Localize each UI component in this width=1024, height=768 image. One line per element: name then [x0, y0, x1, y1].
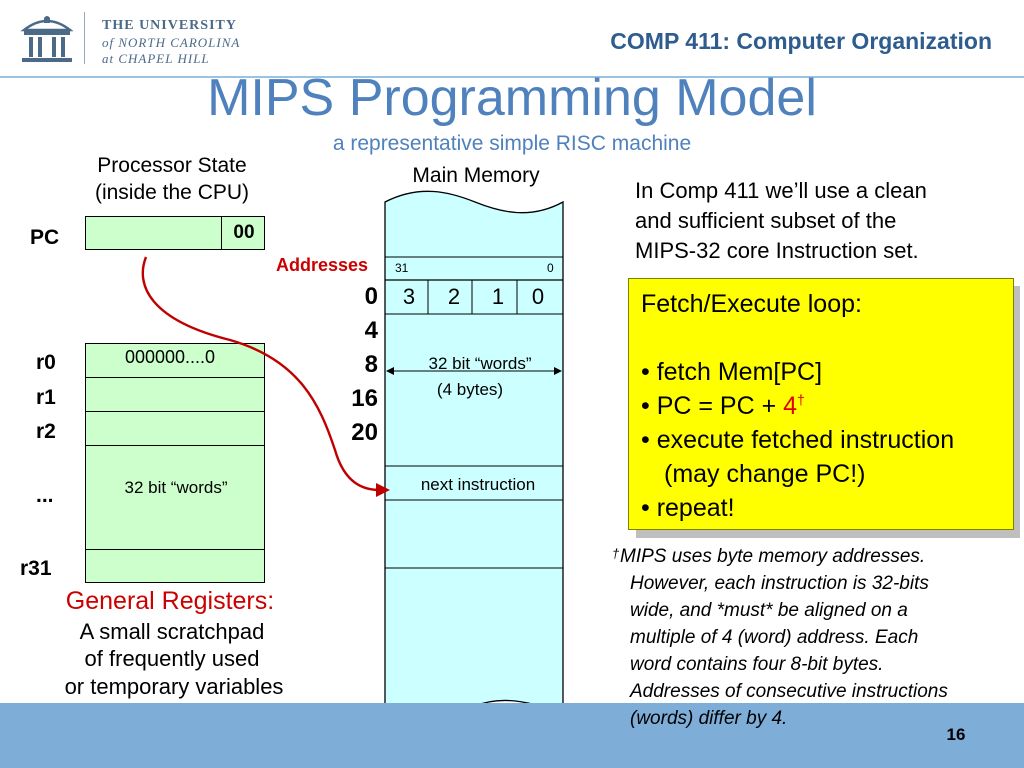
address-20: 20	[351, 419, 378, 446]
university-name-line3: at CHAPEL HILL	[102, 51, 210, 66]
footnote-line7: (words) differ by 4.	[630, 708, 788, 729]
intro-line2: and sufficient subset of the	[635, 208, 897, 233]
register-label-ellipsis: ...	[36, 484, 54, 507]
word-width-arrowhead-right	[554, 367, 562, 375]
register-label-r2: r2	[36, 420, 56, 443]
slide-title: MIPS Programming Model	[207, 69, 817, 127]
pc-low-bits: 00	[233, 222, 255, 243]
byte-3: 3	[402, 284, 416, 309]
register-divider	[85, 549, 265, 550]
word-width-arrowhead-left	[386, 367, 394, 375]
bit-index-low: 0	[547, 261, 554, 275]
fetch-bullet2: • PC = PC + 4†	[641, 392, 805, 421]
pc-pointer-arrowhead	[376, 483, 390, 497]
unc-logo-icon	[20, 16, 74, 62]
fetch-bullet3: • execute fetched instruction	[641, 426, 955, 454]
processor-state-heading: Processor State	[97, 154, 247, 177]
register-divider	[85, 377, 265, 378]
addresses-label: Addresses	[276, 255, 369, 275]
fetch-bullet3-cont: (may change PC!)	[664, 460, 866, 488]
register-label-r0: r0	[36, 351, 56, 374]
memory-diagram	[384, 190, 564, 718]
fetch-bullet1: • fetch Mem[PC]	[641, 358, 823, 386]
general-registers-desc-line3: or temporary variables	[64, 674, 284, 699]
footnote-line3: wide, and *must* be aligned on a	[630, 600, 908, 621]
footer-band	[0, 703, 1024, 768]
footnote-dagger: †	[612, 546, 620, 561]
pc-register-divider	[221, 216, 222, 250]
pc-register	[85, 216, 265, 250]
register-divider	[85, 445, 265, 446]
fetch-bullet2-prefix: • PC = PC +	[641, 392, 784, 420]
register-label-r31: r31	[20, 557, 52, 580]
footnote-line6: Addresses of consecutive instructions	[630, 681, 948, 702]
memory-word-label: 32 bit “words”	[428, 354, 532, 373]
main-memory-title: Main Memory	[412, 164, 540, 187]
university-name-line1: THE UNIVERSITY	[102, 18, 237, 33]
footnote-line2: However, each instruction is 32-bits	[630, 573, 929, 594]
register-divider	[85, 411, 265, 412]
header-rule	[0, 76, 1024, 78]
next-instruction-label: next instruction	[420, 475, 536, 494]
footnote-line1: MIPS uses byte memory addresses.	[620, 546, 926, 567]
general-registers-desc-line1: A small scratchpad	[79, 619, 265, 644]
register-width-label: 32 bit “words”	[124, 478, 228, 497]
intro-line1: In Comp 411 we’ll use a clean	[635, 178, 927, 203]
fetch-bullet2-value: 4	[783, 392, 798, 420]
fetch-title: Fetch/Execute loop:	[641, 290, 862, 318]
fetch-execute-box	[628, 278, 1014, 530]
address-16: 16	[351, 385, 378, 412]
page-number: 16	[946, 725, 966, 744]
r0-value: 000000....0	[124, 347, 216, 367]
memory-bytes-label: (4 bytes)	[436, 380, 504, 399]
byte-0: 0	[531, 284, 545, 309]
footnote-line4: multiple of 4 (word) address. Each	[630, 627, 919, 648]
register-label-r1: r1	[36, 386, 56, 409]
general-registers-title: General Registers:	[65, 587, 275, 615]
register-file	[85, 343, 265, 583]
memory-column	[384, 190, 564, 718]
logo-divider	[84, 12, 85, 64]
bit-index-high: 31	[395, 261, 409, 275]
course-title: COMP 411: Computer Organization	[610, 28, 992, 54]
address-4: 4	[364, 317, 378, 344]
footnote-line5: word contains four 8-bit bytes.	[630, 654, 884, 675]
university-name-line2: of NORTH CAROLINA	[102, 35, 241, 50]
address-8: 8	[364, 351, 378, 378]
pc-label: PC	[30, 226, 60, 249]
byte-1: 1	[491, 284, 505, 309]
byte-2: 2	[447, 284, 461, 309]
dagger-mark: †	[797, 391, 805, 408]
address-0: 0	[364, 283, 378, 310]
processor-state-subheading: (inside the CPU)	[94, 181, 250, 204]
intro-line3: MIPS-32 core Instruction set.	[635, 238, 919, 263]
fetch-bullet4: • repeat!	[641, 494, 735, 522]
slide-subtitle: a representative simple RISC machine	[332, 132, 692, 155]
general-registers-desc-line2: of frequently used	[84, 646, 260, 671]
pc-pointer-arrow	[141, 256, 390, 497]
